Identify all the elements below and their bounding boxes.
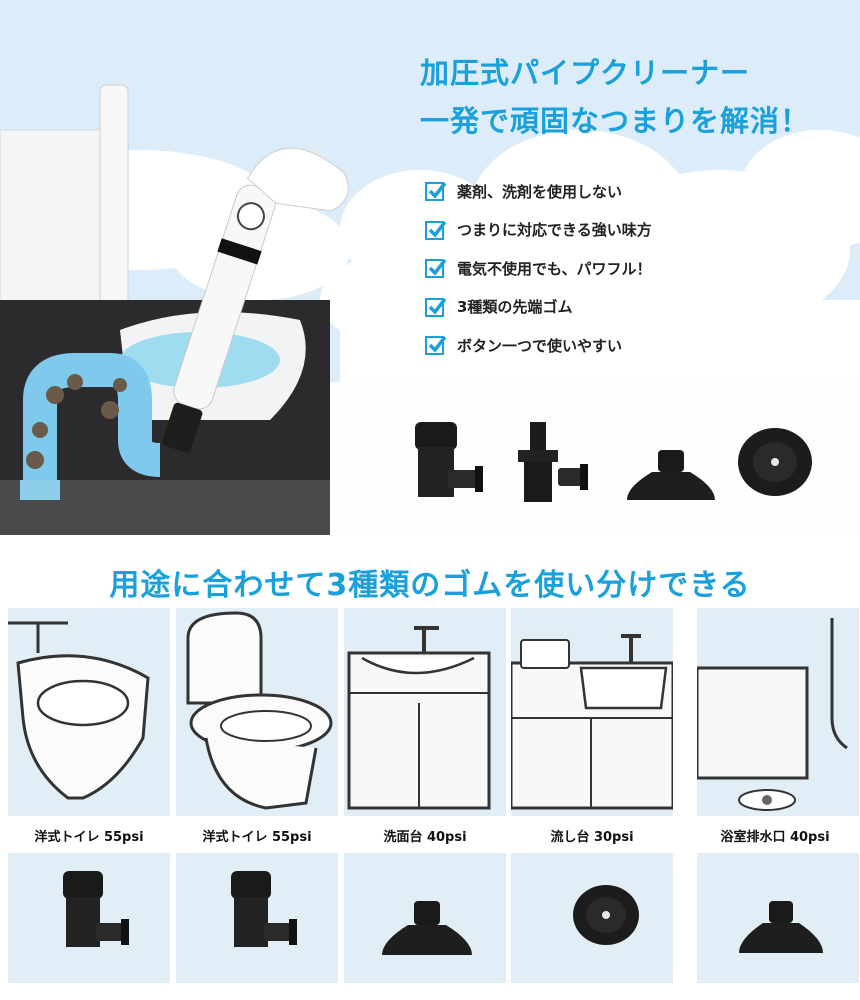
cone-tip-icon	[382, 901, 472, 955]
nozzle-tip-icon	[518, 422, 588, 502]
scene-label: 洗面台 40psi	[383, 830, 467, 845]
adapter-tip-icon	[415, 422, 483, 497]
checkbox-checked-icon	[425, 297, 447, 317]
tip-showcase	[330, 382, 860, 535]
scene-label: 洋式トイレ 55psi	[34, 830, 144, 845]
scene-label: 浴室排水口 40psi	[720, 830, 830, 845]
feature-list: 薬剤、洗剤を使用しない つまりに対応できる強い味方 電気不使用でも、パワフル！ …	[425, 172, 652, 365]
tip-panel-toilet	[176, 853, 338, 983]
scene-label: 洋式トイレ 55psi	[202, 830, 312, 845]
tip-panel-urinal	[8, 853, 170, 983]
feature-label: 電気不使用でも、パワフル！	[457, 259, 652, 278]
feature-label: 3種類の先端ゴム	[457, 298, 573, 317]
bathroom-drain-illustration	[697, 618, 848, 811]
checkbox-checked-icon	[425, 220, 447, 240]
feature-label: 薬剤、洗剤を使用しない	[457, 182, 623, 201]
adapter-tip-icon	[231, 871, 297, 947]
scene-urinal	[8, 608, 170, 816]
kitchen-sink-illustration	[511, 634, 673, 810]
feature-item: 3種類の先端ゴム	[425, 288, 652, 327]
checkbox-checked-icon	[425, 336, 447, 356]
flat-disc-tip-icon	[738, 428, 812, 496]
tip-panel-washbasin	[344, 853, 506, 983]
feature-item: 電気不使用でも、パワフル！	[425, 249, 652, 288]
plunger-product	[162, 147, 349, 453]
checkbox-checked-icon	[425, 182, 447, 202]
toilet-illustration	[186, 611, 333, 810]
scene-label: 流し台 30psi	[550, 830, 634, 845]
cone-tip-icon	[739, 901, 823, 953]
adapter-tip-icon	[63, 871, 129, 947]
washbasin-illustration	[347, 626, 491, 810]
feature-label: つまりに対応できる強い味方	[457, 221, 652, 240]
tip-panel-kitchen-sink	[511, 853, 673, 983]
headline-product-name: 加圧式パイプクリーナー	[420, 56, 751, 90]
feature-label: ボタン一つで使いやすい	[457, 336, 623, 355]
urinal-illustration	[8, 621, 150, 800]
feature-item: ボタン一つで使いやすい	[425, 326, 652, 365]
usage-section-title: 用途に合わせて3種類のゴムを使い分けできる	[109, 568, 751, 603]
hero-illustration	[0, 84, 860, 535]
feature-item: つまりに対応できる強い味方	[425, 211, 652, 250]
headline-tagline: 一発で頑固なつまりを解消！	[420, 104, 811, 138]
hero-section: 加圧式パイプクリーナー 一発で頑固なつまりを解消！ 薬剤、洗剤を使用しない つま…	[0, 0, 860, 535]
rubber-tips-row	[415, 422, 812, 502]
scene-washbasin	[344, 608, 506, 816]
feature-item: 薬剤、洗剤を使用しない	[425, 172, 652, 211]
flat-disc-tip-icon	[573, 885, 639, 945]
cone-tip-icon	[627, 450, 715, 500]
tip-panel-bathroom-drain	[697, 853, 859, 983]
scene-bathroom-drain	[697, 608, 859, 816]
scene-kitchen-sink	[511, 608, 673, 816]
scene-toilet	[176, 608, 338, 816]
checkbox-checked-icon	[425, 259, 447, 279]
